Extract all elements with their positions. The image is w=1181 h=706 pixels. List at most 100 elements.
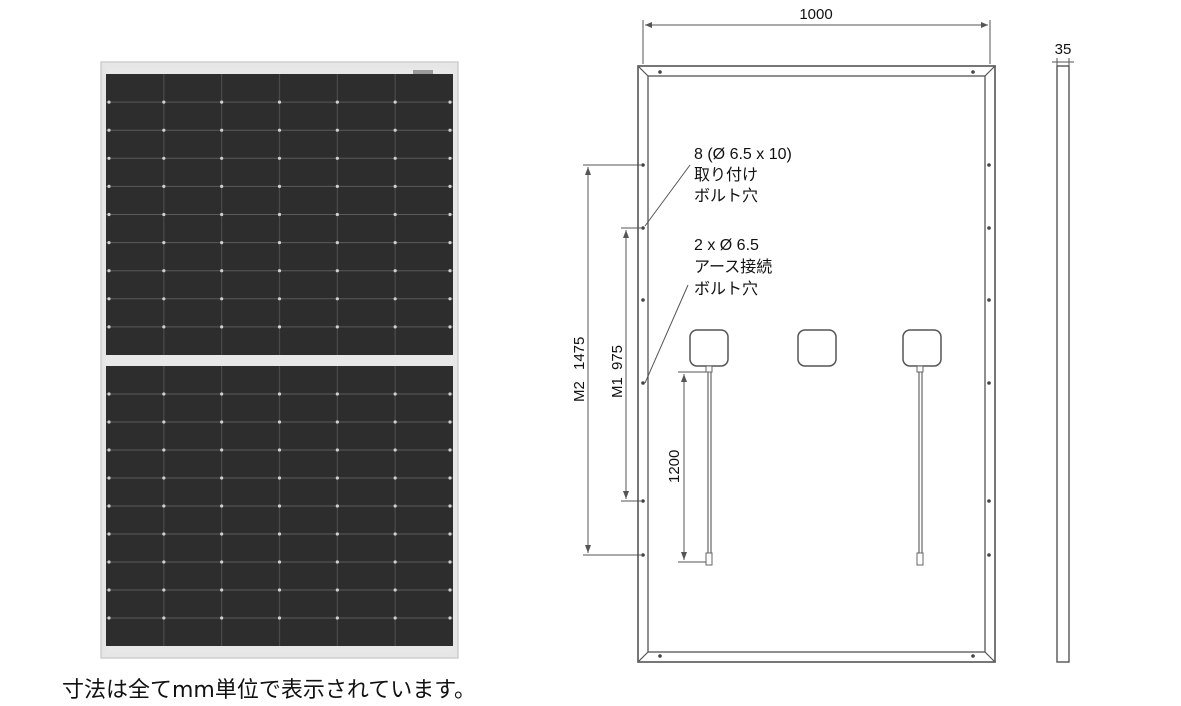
cell-contact-dot: [277, 212, 282, 217]
cell-contact-dot: [335, 616, 339, 620]
cell-contact-dot: [220, 420, 224, 424]
cell-contact-dot: [162, 588, 166, 592]
cell-contact-dot: [448, 504, 452, 508]
cell-contact-dot: [220, 616, 224, 620]
cell-contact-dot: [277, 156, 282, 160]
cell-contact-dot: [448, 392, 452, 396]
cell-contact-dot: [448, 184, 452, 188]
junction-box-center: [797, 329, 837, 367]
cell-contact-dot: [393, 392, 397, 396]
cell-contact-dot: [107, 241, 111, 245]
cell-contact-dot: [335, 100, 339, 104]
cell-contact-dot: [162, 128, 166, 132]
cell-contact-dot: [107, 325, 111, 329]
m1-label: M1: [609, 377, 626, 398]
cell-contact-dot: [107, 184, 111, 188]
cell-contact-dot: [393, 297, 397, 301]
cell-contact-dot: [448, 156, 452, 160]
cell-contact-dot: [393, 448, 397, 452]
cell-contact-dot: [220, 448, 224, 452]
frame-hole: [658, 70, 662, 74]
cell-contact-dot: [220, 269, 224, 273]
cell-contact-dot: [277, 476, 282, 480]
cell-contact-dot: [335, 212, 339, 217]
cell-grid: [106, 74, 453, 646]
frame-hole: [987, 381, 991, 385]
cell-contact-dot: [220, 504, 224, 508]
cell-contact-dot: [335, 297, 339, 301]
cell-contact-dot: [393, 184, 397, 188]
cell-contact-dot: [393, 241, 397, 245]
cell-contact-dot: [277, 241, 282, 245]
cell-contact-dot: [393, 156, 397, 160]
m2-label: M2: [571, 381, 588, 402]
ground-callout-line3: ボルト穴: [694, 280, 758, 298]
cell-contact-dot: [220, 532, 224, 536]
cell-contact-dot: [393, 532, 397, 536]
cell-contact-dot: [107, 420, 111, 424]
cell-contact-dot: [277, 325, 282, 329]
side-profile: [1052, 58, 1074, 663]
cell-contact-dot: [277, 184, 282, 188]
cell-contact-dot: [393, 588, 397, 592]
cell-contact-dot: [162, 448, 166, 452]
cell-contact-dot: [107, 212, 111, 217]
cell-contact-dot: [448, 448, 452, 452]
cell-contact-dot: [162, 504, 166, 508]
cell-contact-dot: [393, 476, 397, 480]
cell-contact-dot: [448, 297, 452, 301]
cell-contact-dot: [335, 504, 339, 508]
cell-contact-dot: [277, 297, 282, 301]
cell-contact-dot: [448, 588, 452, 592]
cell-contact-dot: [277, 128, 282, 132]
frame-hole: [987, 553, 991, 557]
frame-hole: [641, 381, 645, 385]
cell-contact-dot: [393, 420, 397, 424]
cell-contact-dot: [448, 100, 452, 104]
ground-callout-line1: 2 x Ø 6.5: [694, 237, 759, 254]
cell-contact-dot: [335, 560, 339, 564]
cell-contact-dot: [335, 392, 339, 396]
cell-contact-dot: [277, 420, 282, 424]
cell-contact-dot: [335, 128, 339, 132]
cell-contact-dot: [448, 616, 452, 620]
cell-contact-dot: [162, 560, 166, 564]
units-caption: 寸法は全てmm単位で表示されています。: [62, 678, 477, 703]
cell-contact-dot: [393, 100, 397, 104]
cell-contact-dot: [335, 420, 339, 424]
cable-length-label: 1200: [666, 450, 683, 483]
cell-contact-dot: [393, 504, 397, 508]
cell-contact-dot: [220, 128, 224, 132]
cell-contact-dot: [162, 297, 166, 301]
cell-contact-dot: [107, 392, 111, 396]
cell-contact-dot: [220, 588, 224, 592]
dimension-cable: [678, 371, 706, 563]
mounting-holes-callout: 8 (Ø 6.5 x 10) 取り付け ボルト穴: [694, 146, 792, 205]
cell-contact-dot: [220, 560, 224, 564]
cell-contact-dot: [277, 504, 282, 508]
m2-value: 1475: [571, 337, 588, 370]
mounting-callout-line3: ボルト穴: [694, 187, 758, 205]
ground-holes-callout: 2 x Ø 6.5 アース接続 ボルト穴: [694, 237, 772, 298]
cell-contact-dot: [162, 392, 166, 396]
mounting-holes: [641, 70, 991, 658]
cell-contact-dot: [162, 241, 166, 245]
cell-contact-dot: [335, 476, 339, 480]
panel-label: [413, 70, 433, 74]
frame-hole: [641, 298, 645, 302]
cell-contact-dot: [277, 269, 282, 273]
cell-contact-dot: [277, 616, 282, 620]
cell-contact-dot: [162, 269, 166, 273]
m1-value: 975: [609, 345, 626, 370]
cell-contact-dot: [277, 100, 282, 104]
cell-contact-dot: [335, 156, 339, 160]
callout-leaders: [644, 164, 691, 384]
cell-contact-dot: [393, 269, 397, 273]
cell-contact-dot: [220, 212, 224, 217]
cell-contact-dot: [162, 100, 166, 104]
cell-contact-dot: [220, 297, 224, 301]
cell-contact-dot: [448, 269, 452, 273]
cell-contact-dot: [162, 476, 166, 480]
dimension-m2: [583, 164, 641, 556]
cell-contact-dot: [220, 392, 224, 396]
